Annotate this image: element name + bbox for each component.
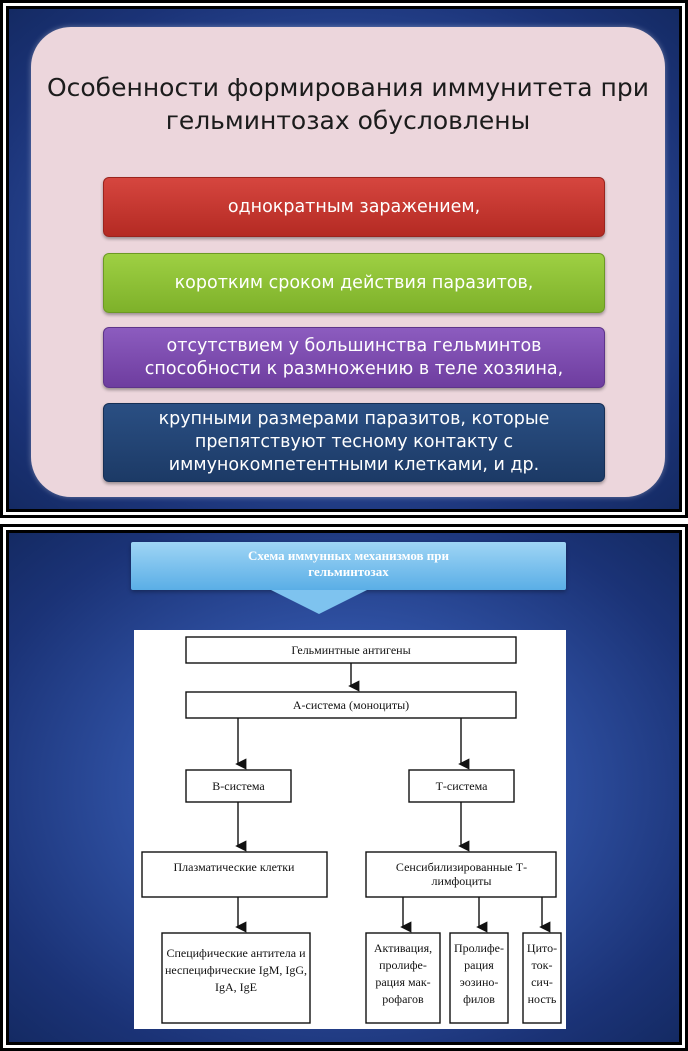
node-sensitized: Сенсибилизированные Т-лимфоциты — [395, 860, 528, 888]
box-plasma — [141, 851, 328, 898]
node-b-system: В-система — [212, 779, 265, 793]
box-antibodies — [161, 932, 311, 1024]
reason-short-action: коротким сроком действия паразитов, — [103, 253, 605, 313]
node-t-system: Т-система — [435, 779, 488, 793]
box-a-system — [185, 691, 517, 719]
node-antigens: Гельминтные антигены — [291, 643, 411, 657]
diagram-lines — [141, 636, 562, 1024]
down-arrow-icon — [271, 590, 367, 614]
reason-single-infection: однократным заражением, — [103, 177, 605, 237]
node-proliferation: Пролифе- рация эозино- филов — [453, 941, 504, 1006]
box-proliferation — [449, 932, 509, 1024]
slide-frame: Особенности формирования иммунитета при … — [6, 6, 682, 512]
node-plasma: Плазматические клетки — [173, 860, 295, 874]
box-cytotoxicity — [522, 932, 562, 1024]
title-callout: Схема иммунных механизмов при гельминтоз… — [131, 542, 566, 590]
slide-title: Особенности формирования иммунитета при … — [46, 73, 650, 135]
node-a-system: А-система (моноциты) — [292, 698, 410, 712]
box-sensitized — [365, 851, 557, 898]
scheme-title: Схема иммунных механизмов при гельминтоз… — [248, 548, 449, 579]
box-activation — [365, 932, 441, 1024]
reason-large-size: крупными размерами паразитов, которые пр… — [103, 403, 605, 482]
node-antibodies: Специфические антитела и неспецифические… — [164, 946, 308, 994]
content-panel: Особенности формирования иммунитета при … — [31, 27, 665, 497]
slide-frame: Схема иммунных механизмов при гельминтоз… — [6, 530, 682, 1045]
node-cytotoxicity: Цито- ток- сич- ность — [526, 941, 558, 1006]
reason-no-reproduction: отсутствием у большинства гельминтов спо… — [103, 327, 605, 388]
node-activation: Активация, пролифе- рация мак- рофагов — [373, 941, 433, 1006]
immune-scheme-diagram: Гельминтные антигены А-система (моноциты… — [134, 630, 566, 1029]
slide-immune-mechanisms: Схема иммунных механизмов при гельминтоз… — [0, 524, 688, 1051]
slide-immunity-features: Особенности формирования иммунитета при … — [0, 0, 688, 518]
